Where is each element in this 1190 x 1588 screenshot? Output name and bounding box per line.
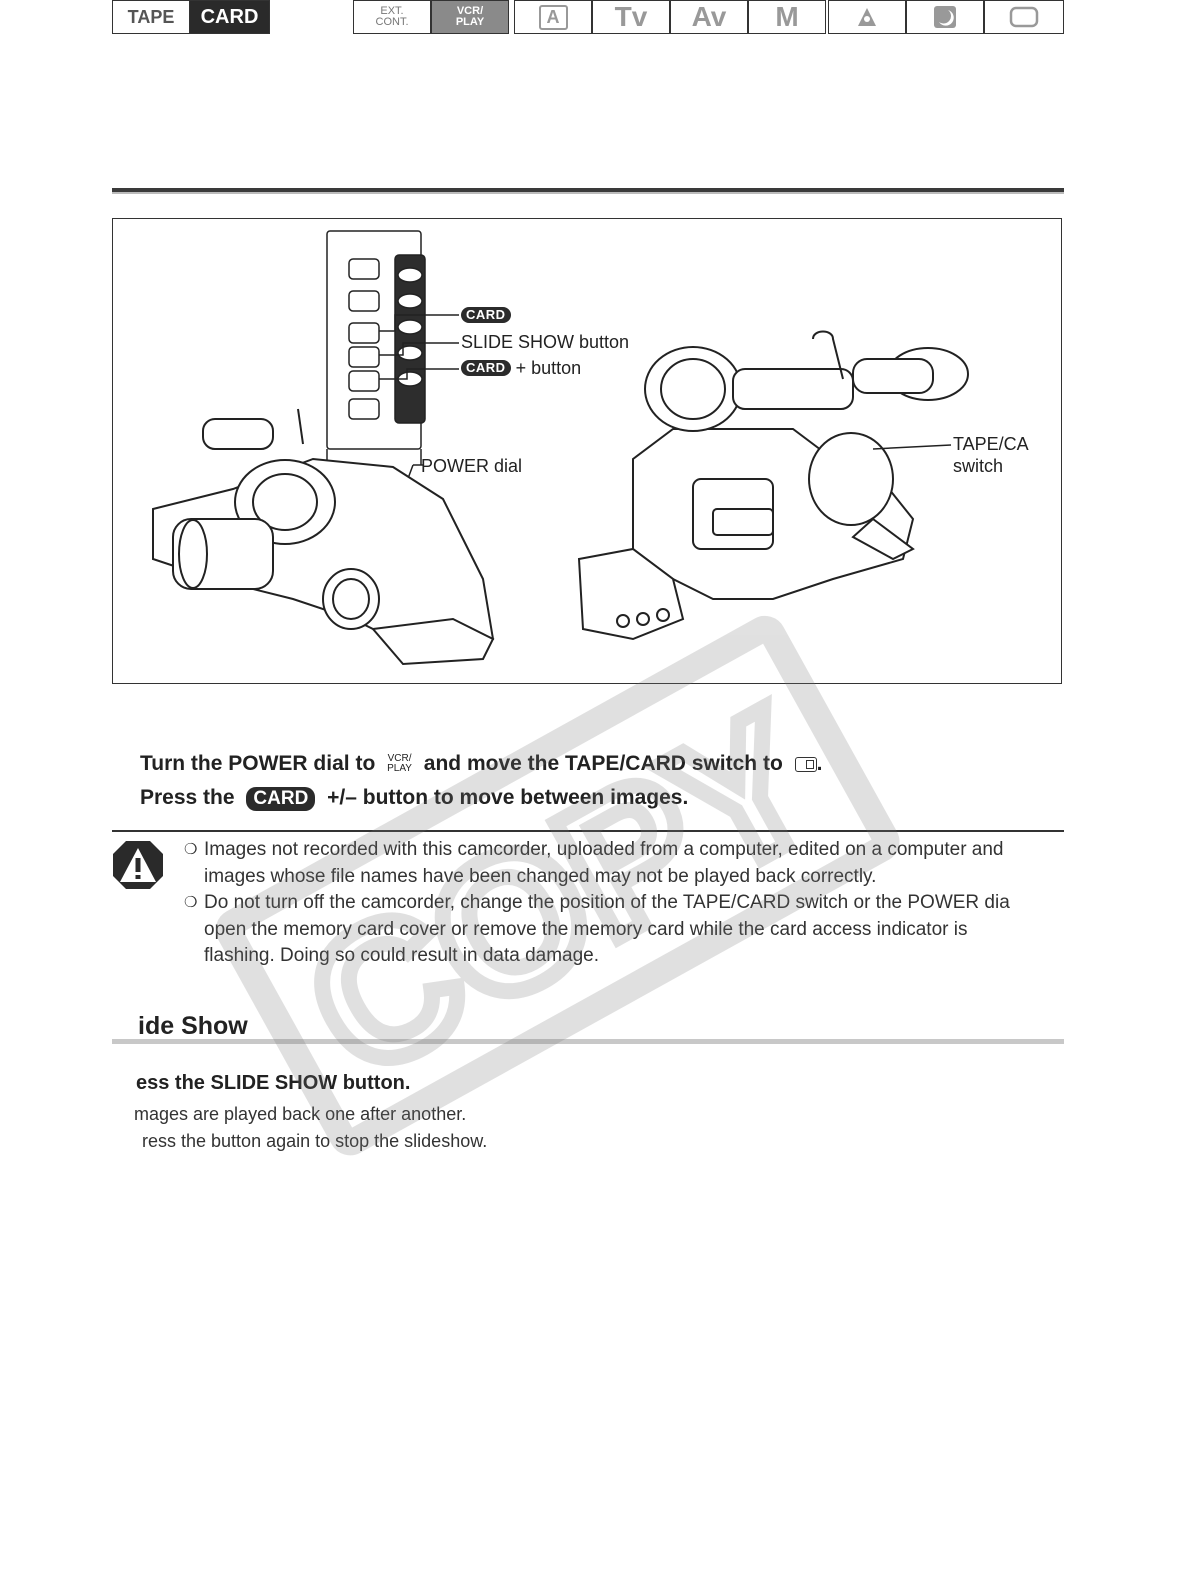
card-minus-label: CARD	[461, 305, 511, 326]
mode-night	[906, 0, 984, 34]
note-2: ❍ Do not turn off the camcorder, change …	[184, 890, 1064, 970]
vcr-line1: VCR/	[456, 5, 484, 17]
mode-tape: TAPE	[112, 0, 190, 34]
card-button-chip: CARD	[246, 787, 316, 811]
night-icon	[934, 6, 956, 28]
card-plus-label: CARD + button	[461, 358, 581, 379]
mode-av: Av	[670, 0, 748, 34]
vcr-glyph-line1: VCR/	[387, 753, 412, 765]
note-bullet: ❍	[184, 841, 198, 858]
mode-frame	[984, 0, 1064, 34]
note-bullet: ❍	[184, 894, 198, 911]
ext-line1: EXT.	[380, 5, 404, 17]
auto-icon: A	[538, 4, 568, 30]
note-2-line-3: flashing. Doing so could result in data …	[204, 945, 600, 966]
mode-spotlight	[828, 0, 906, 34]
step-2: Press the CARD +/– button to move betwee…	[140, 786, 688, 811]
power-dial-label: POWER dial	[421, 456, 523, 476]
mode-vcr-play: VCR/PLAY	[431, 0, 509, 34]
caution-icon	[113, 841, 163, 889]
notes-rule	[112, 830, 1064, 832]
section-title: ide Show	[138, 1012, 248, 1040]
step1-suffix: and move the TAPE/CARD switch to	[423, 752, 783, 775]
card-chip: CARD	[461, 307, 511, 323]
section-rule	[112, 1039, 1064, 1044]
slide-show-step: ess the SLIDE SHOW button.	[136, 1072, 411, 1094]
slide-show-line-2: ress the button again to stop the slides…	[142, 1131, 488, 1151]
mode-m: M	[748, 0, 826, 34]
note-2-line-2: open the memory card cover or remove the…	[204, 918, 968, 940]
mode-ext-cont: EXT.CONT.	[353, 0, 431, 34]
control-panel-inset	[326, 230, 459, 560]
card-plus-suffix: + button	[515, 358, 582, 378]
note-1-line-2: images whose file names have been change…	[204, 865, 877, 887]
vcr-glyph-line2: PLAY	[387, 763, 412, 775]
frame-icon	[1009, 6, 1039, 28]
step1-end: .	[816, 752, 823, 775]
camcorder-right	[577, 330, 969, 641]
slide-show-label: SLIDE SHOW button	[461, 332, 630, 352]
card-chip: CARD	[461, 360, 511, 376]
camcorder-left	[152, 408, 495, 666]
note-1-line-1: Images not recorded with this camcorder,…	[204, 839, 1004, 860]
ext-line2: CONT.	[375, 16, 409, 28]
note-2-line-1: Do not turn off the camcorder, change th…	[204, 892, 1010, 913]
step2-prefix: Press the	[140, 786, 235, 809]
card-mode-icon	[794, 757, 817, 772]
step2-suffix: +/– button to move between images.	[327, 786, 689, 809]
mode-tv: Tv	[592, 0, 670, 34]
vcr-play-glyph: VCR/PLAY	[387, 754, 412, 774]
tape-card-switch-label-1: TAPE/CA	[953, 434, 1029, 454]
tape-card-switch-label-2: switch	[953, 456, 1004, 476]
note-1: ❍ Images not recorded with this camcorde…	[184, 837, 1064, 890]
step1-prefix: Turn the POWER dial to	[140, 752, 376, 775]
mode-card: CARD	[190, 0, 270, 34]
camcorder-illustration	[152, 230, 969, 666]
mode-auto: A	[514, 0, 592, 34]
spotlight-icon	[858, 8, 876, 26]
slide-show-line-1: mages are played back one after another.	[134, 1104, 467, 1124]
camcorder-figure: CARD SLIDE SHOW button CARD + button POW…	[112, 218, 1062, 684]
header-rule	[112, 188, 1064, 194]
step-1: Turn the POWER dial to VCR/PLAY and move…	[140, 752, 822, 776]
vcr-line2: PLAY	[455, 16, 485, 28]
